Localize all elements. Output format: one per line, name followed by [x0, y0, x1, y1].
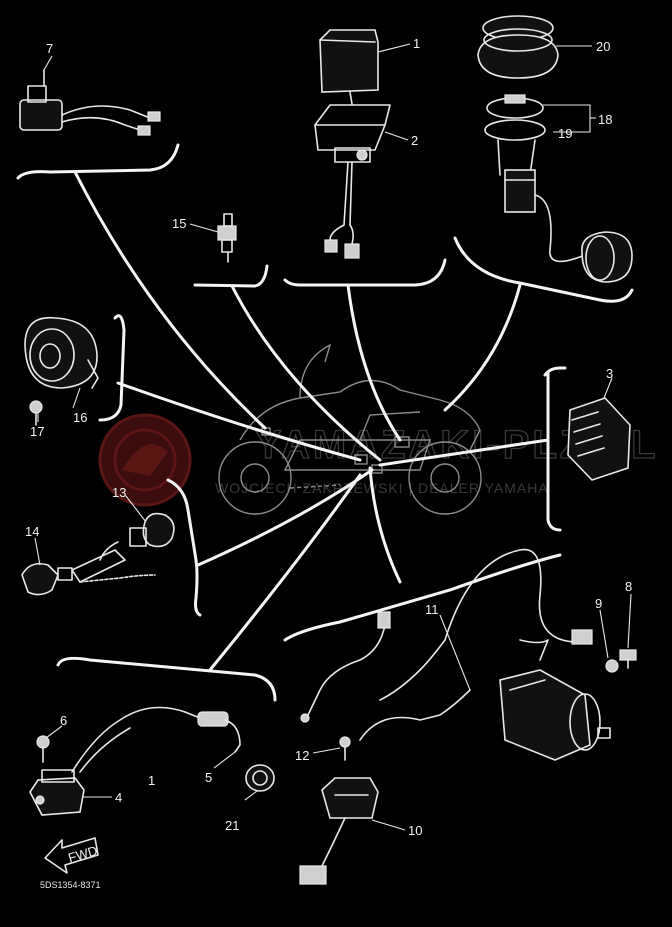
- label-part-6: 6: [60, 713, 67, 728]
- leader-lines: [34, 43, 632, 831]
- part-10-starter-relay: [299, 777, 379, 885]
- part-16-horn: [24, 316, 99, 389]
- part-17-bolt: [29, 400, 43, 426]
- part-number-labels: 1 2 3 4 5 6 7 8 9 10 11 12 13 14 15 16 1…: [25, 36, 632, 838]
- label-part-5: 5: [205, 770, 212, 785]
- label-part-13: 13: [112, 485, 126, 500]
- part-6-bolt: [36, 735, 50, 763]
- label-part-2: 2: [411, 133, 418, 148]
- part-12-bolt: [339, 736, 351, 761]
- part-18-19-fuel-sender: [484, 94, 633, 283]
- part-2-bracket: [314, 104, 391, 259]
- part-11-wire-harness: [300, 548, 593, 741]
- part-9-nut: [605, 659, 619, 673]
- part-5-spark-plug-cap: [184, 711, 241, 753]
- part-3-regulator: [567, 397, 631, 481]
- label-part-18: 18: [598, 112, 612, 127]
- part-8-bolt: [619, 649, 637, 669]
- motorcycle-silhouette: [218, 343, 482, 515]
- callout-lines: [16, 143, 634, 702]
- part-starter-motor: [499, 669, 611, 761]
- drawing-code: 5DS1354-8371: [40, 880, 101, 890]
- label-part-14: 14: [25, 524, 39, 539]
- label-part-15: 15: [172, 216, 186, 231]
- part-15-sensor: [217, 213, 237, 263]
- part-20-ring-nut: [477, 15, 559, 79]
- label-part-16: 16: [73, 410, 87, 425]
- part-21-cap: [245, 764, 275, 792]
- label-group-1: 1: [148, 773, 155, 788]
- label-part-1: 1: [413, 36, 420, 51]
- label-part-17: 17: [30, 424, 44, 439]
- label-part-8: 8: [625, 579, 632, 594]
- fwd-arrow-icon: FWD: [44, 837, 99, 874]
- label-part-12: 12: [295, 748, 309, 763]
- label-part-20: 20: [596, 39, 610, 54]
- label-part-9: 9: [595, 596, 602, 611]
- label-part-3: 3: [606, 366, 613, 381]
- fwd-label: FWD: [66, 843, 99, 866]
- label-part-4: 4: [115, 790, 122, 805]
- part-1-cdi-unit: [319, 29, 379, 105]
- part-7-sensor: [19, 69, 161, 136]
- label-part-11: 11: [425, 602, 439, 617]
- part-4-ignition-coil: [29, 706, 186, 816]
- label-part-10: 10: [408, 823, 422, 838]
- label-part-7: 7: [46, 41, 53, 56]
- label-part-19: 19: [558, 126, 572, 141]
- part-13-switch: [99, 512, 175, 561]
- watermark: YAMAZAKI-PLZ.PL WOJCIECH ZAKRZEWSKI | DE…: [98, 413, 656, 507]
- label-part-21: 21: [225, 818, 239, 833]
- watermark-sub-text: WOJCIECH ZAKRZEWSKI | DEALER YAMAHA: [215, 480, 549, 496]
- part-14-switch: [21, 549, 156, 596]
